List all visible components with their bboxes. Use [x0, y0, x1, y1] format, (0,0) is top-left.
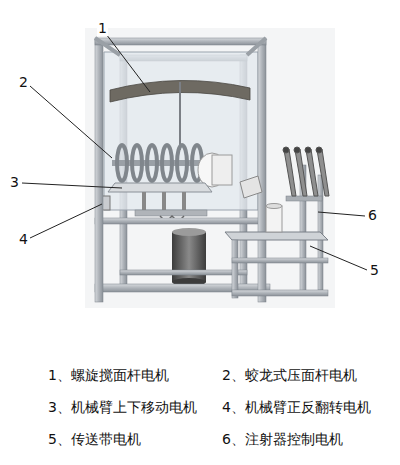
callout-number: 6	[367, 207, 378, 223]
legend-item: 4、机械臂正反翻转电机	[222, 399, 371, 417]
callout-number: 4	[18, 231, 29, 247]
syringe-cap	[283, 147, 289, 153]
auger-coil	[177, 145, 187, 181]
auger-coil	[132, 145, 142, 181]
auger-coil	[117, 145, 127, 181]
syringe	[284, 149, 296, 196]
syringe	[317, 149, 329, 196]
syringe-cap	[316, 147, 322, 153]
callout-number: 5	[369, 262, 380, 278]
legend-item: 2、蛟龙式压面杆电机	[222, 367, 357, 385]
legend-item: 5、传送带电机	[48, 431, 141, 449]
legend-item: 1、螺旋搅面杆电机	[48, 367, 169, 385]
auger-coil	[147, 145, 157, 181]
legend-item: 3、机械臂上下移动电机	[48, 399, 197, 417]
callout-number: 1	[97, 20, 108, 36]
syringe	[306, 149, 318, 196]
legend-item: 6、注射器控制电机	[222, 431, 343, 449]
syringe-cap	[305, 147, 311, 153]
auger-coil	[162, 145, 172, 181]
callout-number: 3	[9, 174, 20, 190]
callout-number: 2	[18, 74, 29, 90]
syringe-cap	[294, 147, 300, 153]
syringe	[295, 149, 307, 196]
